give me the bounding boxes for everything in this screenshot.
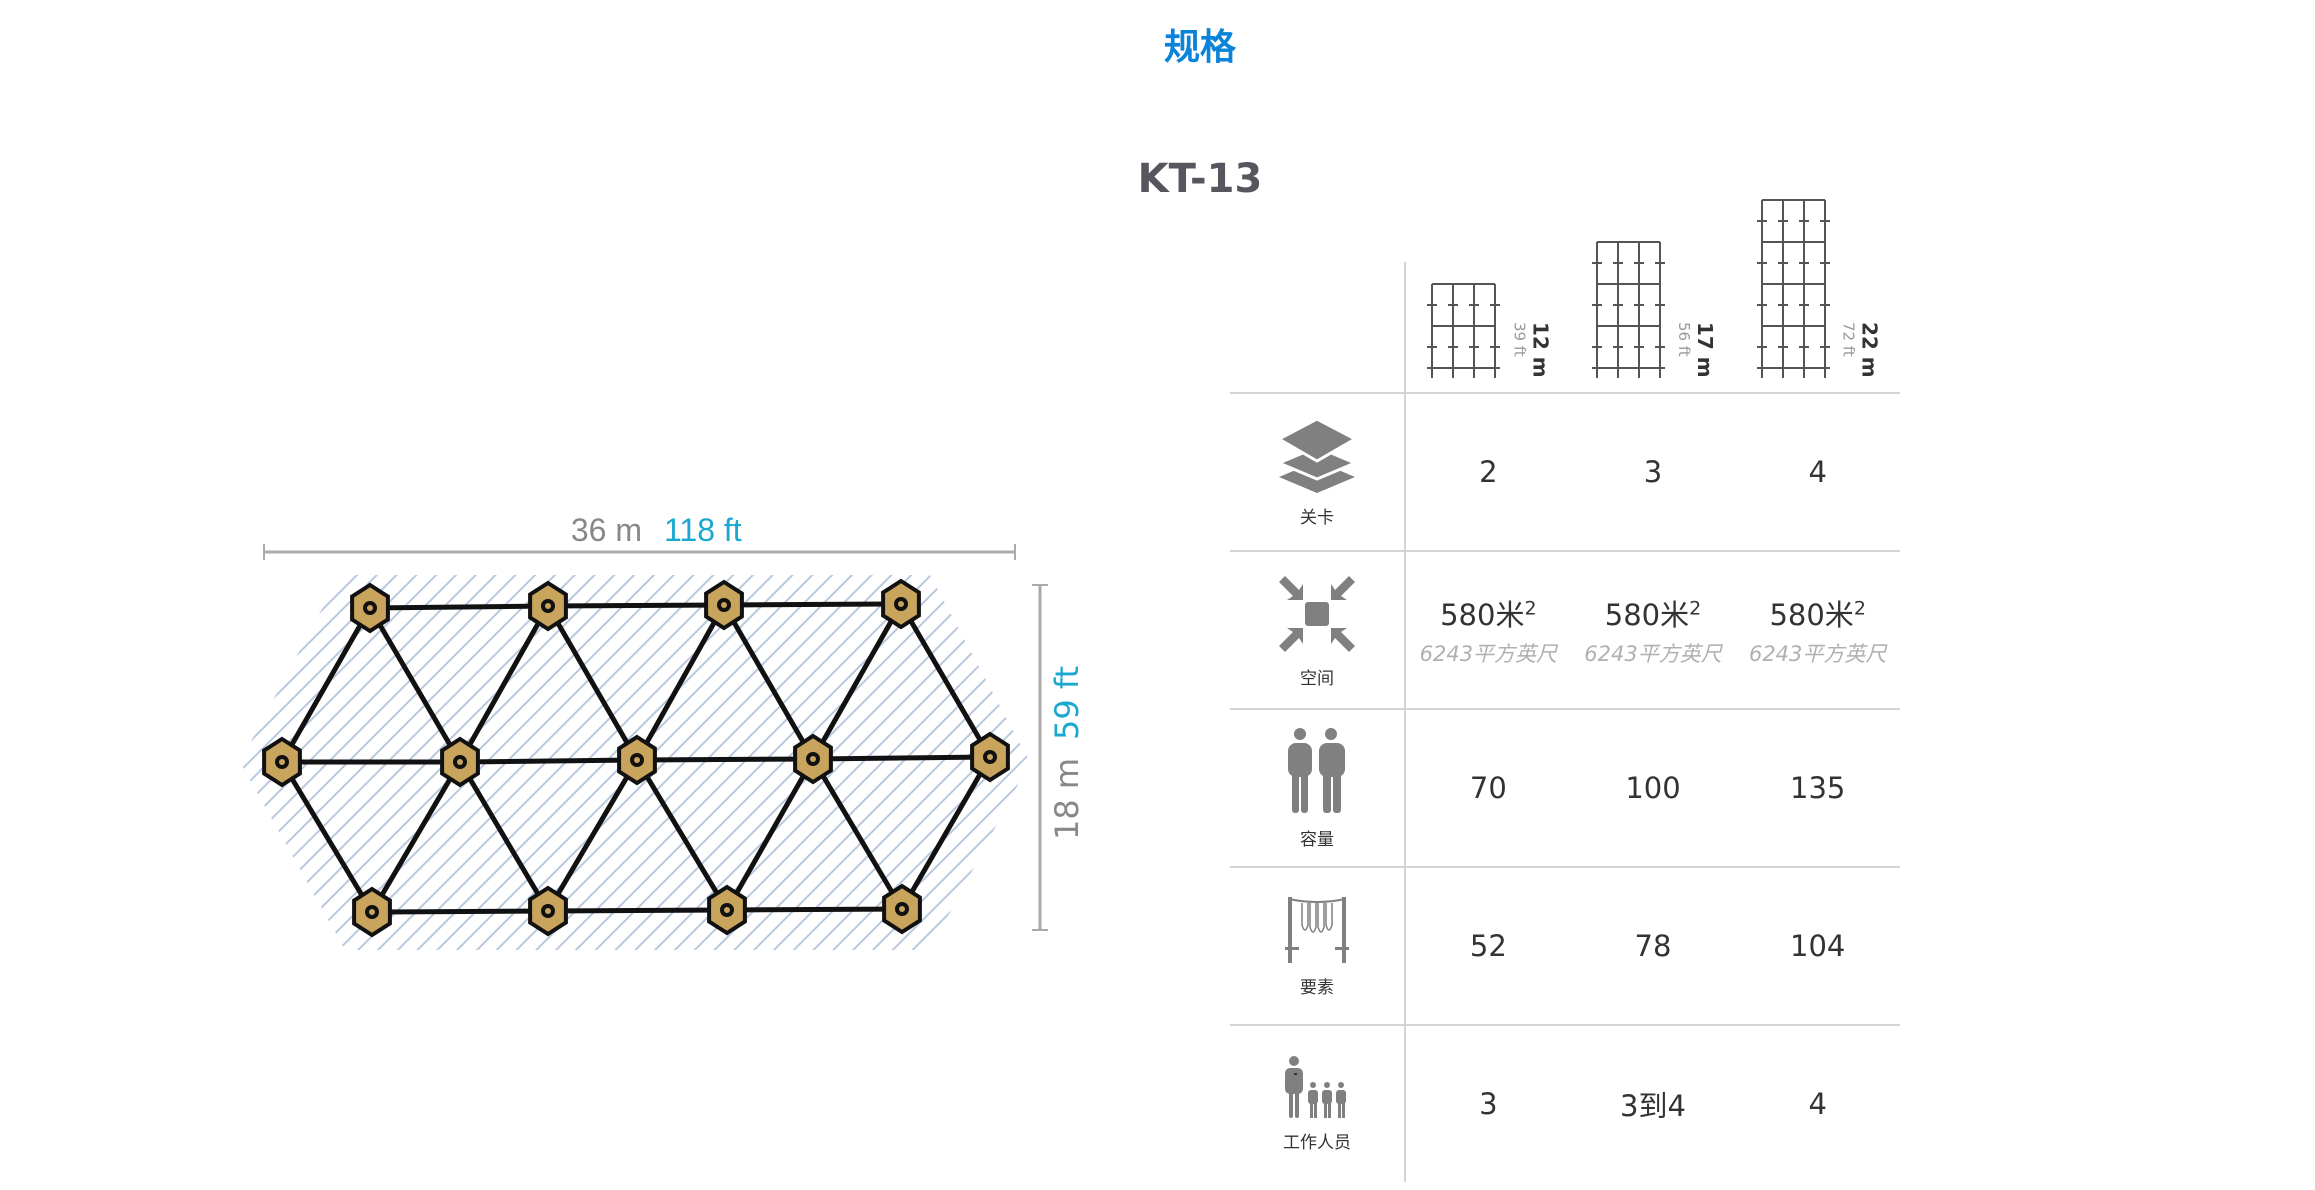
height-meters: 17 m — [1693, 322, 1717, 378]
anchor-pole-node — [528, 580, 568, 632]
table-row-staff: 工作人员 3 3到4 4 — [1230, 1024, 1900, 1182]
cell: 52 — [1469, 929, 1507, 963]
lattice-beam — [634, 603, 727, 762]
height-feet: 39 ft — [1510, 322, 1529, 358]
table-row-elements: 要素 52 78 104 — [1230, 866, 1900, 1024]
superscript: 2 — [1853, 597, 1866, 620]
table-row-capacity: 容量 70 100 135 — [1230, 708, 1900, 866]
anchor-pole-node — [707, 884, 747, 936]
cell: 580米2 6243平方英尺 — [1406, 552, 1571, 708]
height-meters: 12 m — [1528, 322, 1553, 378]
lattice-beam — [279, 606, 373, 764]
cell: 100 — [1625, 771, 1681, 805]
lattice-beam — [723, 601, 902, 608]
lattice-beam — [547, 602, 725, 609]
width-feet: 118 ft — [664, 512, 742, 548]
lattice-beam — [899, 755, 993, 911]
height-meters: 22 m — [1857, 322, 1882, 378]
anchor-pole-node — [704, 579, 744, 631]
cell: 3 — [1643, 455, 1663, 489]
anchor-pole-node — [350, 582, 390, 634]
lattice-beam — [369, 760, 463, 914]
area-meters: 580米 — [1604, 598, 1690, 632]
cell: 4 — [1808, 455, 1827, 489]
lattice-beam — [812, 754, 991, 762]
anchor-pole-node — [882, 883, 922, 935]
cell: 4 — [1808, 1087, 1827, 1121]
lattice-beam — [371, 908, 549, 915]
section-title: 规格 — [1163, 27, 1236, 68]
cell: 78 — [1634, 929, 1672, 963]
superscript: 2 — [1524, 597, 1537, 620]
anchor-pole-node — [970, 731, 1010, 783]
height-feet: 56 ft — [1675, 322, 1693, 358]
lattice-beam — [810, 602, 904, 761]
lattice-beam — [457, 760, 551, 913]
lattice-beam — [279, 760, 375, 914]
staff-icon — [1285, 1055, 1346, 1118]
cell: 580米2 6243平方英尺 — [1571, 552, 1736, 708]
area-compress-icon — [1279, 575, 1355, 652]
height-feet: 72 ft — [1839, 322, 1858, 358]
anchor-pole-node — [440, 736, 480, 788]
cell: 135 — [1790, 771, 1846, 805]
row-label: 关卡 — [1300, 507, 1334, 528]
cell: 104 — [1790, 929, 1846, 963]
scaffold-tower-icon — [1427, 283, 1501, 378]
lattice-beam — [636, 756, 814, 763]
rope-element-icon — [1285, 896, 1349, 963]
lattice-beam — [545, 604, 640, 762]
lattice-beam — [634, 758, 730, 912]
area-meters: 580米 — [1440, 598, 1525, 632]
width-meters: 36 m — [571, 512, 642, 548]
scaffold-tower-icon — [1592, 241, 1665, 378]
lattice-beam — [367, 606, 463, 764]
layers-icon — [1275, 416, 1359, 493]
row-label: 要素 — [1300, 977, 1334, 998]
anchor-pole-node — [881, 578, 921, 630]
anchor-pole-node — [793, 733, 833, 785]
table-row-levels: 关卡 2 3 4 — [1230, 392, 1900, 550]
height-meters: 18 m — [1048, 758, 1086, 840]
cell: 3到4 — [1620, 1089, 1686, 1123]
row-label: 工作人员 — [1283, 1132, 1351, 1153]
cell: 70 — [1469, 771, 1507, 805]
row-label: 容量 — [1300, 829, 1334, 850]
lattice-beam — [457, 604, 551, 764]
lattice-beam — [810, 757, 905, 911]
anchor-pole-node — [617, 734, 657, 786]
model-name: KT-13 — [1137, 156, 1263, 202]
anchor-pole-node — [528, 885, 568, 937]
lattice-beam — [898, 602, 993, 759]
lattice-beam — [721, 603, 816, 761]
scaffold-tower-icon — [1756, 199, 1830, 378]
anchor-pole-node — [262, 736, 302, 788]
cell: 2 — [1479, 455, 1498, 489]
area-meters: 580米 — [1769, 598, 1854, 632]
area-feet: 6243平方英尺 — [1748, 642, 1887, 666]
area-feet: 6243平方英尺 — [1419, 642, 1558, 666]
lattice-beam — [369, 603, 549, 611]
lattice-beam — [545, 758, 640, 913]
course-layout-diagram: 36 m 118 ft 18 m 59 ft — [240, 512, 1086, 950]
people-icon — [1288, 727, 1345, 813]
lattice-beam — [726, 906, 903, 913]
lattice-beam — [724, 757, 816, 912]
area-feet: 6243平方英尺 — [1584, 642, 1722, 666]
height-feet: 59 ft — [1048, 666, 1086, 740]
cell: 580米2 6243平方英尺 — [1735, 552, 1900, 708]
superscript: 2 — [1689, 597, 1702, 620]
lattice-beam — [459, 757, 638, 765]
lattice-beam — [547, 907, 728, 914]
row-label: 空间 — [1300, 668, 1334, 689]
anchor-pole-node — [352, 886, 392, 938]
cell: 3 — [1479, 1087, 1498, 1121]
